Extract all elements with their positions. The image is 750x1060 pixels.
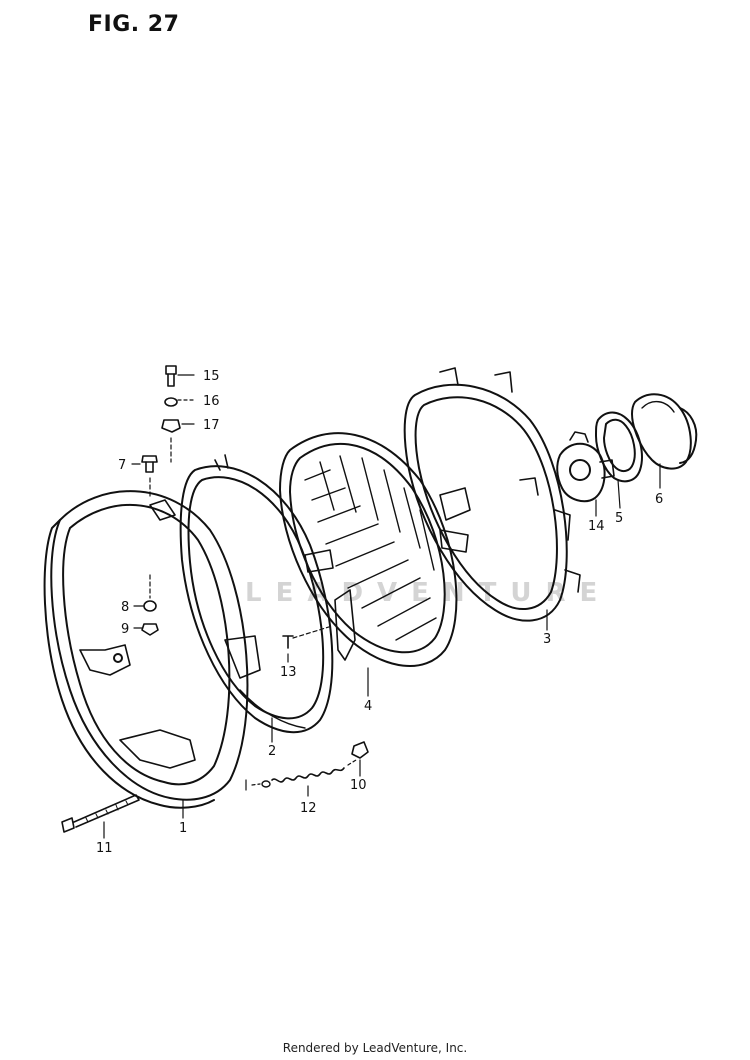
part-label-6: 6: [655, 492, 663, 507]
headlight-rim-part: [43, 490, 249, 809]
headlight-case-part: [403, 367, 581, 622]
headlight-unit-part: [279, 432, 471, 667]
part-label-9: 9: [121, 622, 129, 637]
part-label-10: 10: [350, 778, 367, 793]
part-label-5: 5: [615, 511, 623, 526]
rubber-cover-part: [631, 393, 698, 470]
bulb-socket-part: [595, 411, 643, 483]
part-label-12: 12: [300, 801, 317, 816]
part-label-13: 13: [280, 665, 297, 680]
part-label-11: 11: [96, 841, 113, 856]
screw-15: [165, 365, 177, 387]
nut-9: [141, 623, 159, 636]
bolt-11: [61, 794, 140, 833]
part-label-16: 16: [203, 394, 220, 409]
part-label-4: 4: [364, 699, 372, 714]
nut-8: [143, 600, 157, 612]
bulb-part: [556, 431, 615, 503]
nut-10: [351, 741, 369, 759]
part-label-7: 7: [118, 458, 126, 473]
part-label-1: 1: [179, 821, 187, 836]
part-label-3: 3: [543, 632, 551, 647]
figure-title: FIG. 27: [88, 12, 180, 37]
part-label-2: 2: [268, 744, 276, 759]
part-label-15: 15: [203, 369, 220, 384]
screw-13: [282, 625, 333, 649]
washer-16: [164, 397, 178, 407]
part-label-14: 14: [588, 519, 605, 534]
rim-holder-part: [179, 454, 334, 734]
part-label-8: 8: [121, 600, 129, 615]
bolt-7: [141, 455, 158, 473]
part-label-17: 17: [203, 418, 220, 433]
nut-17: [161, 419, 181, 433]
spring-12: [245, 767, 345, 791]
footer-credit: Rendered by LeadVenture, Inc.: [282, 1041, 468, 1055]
